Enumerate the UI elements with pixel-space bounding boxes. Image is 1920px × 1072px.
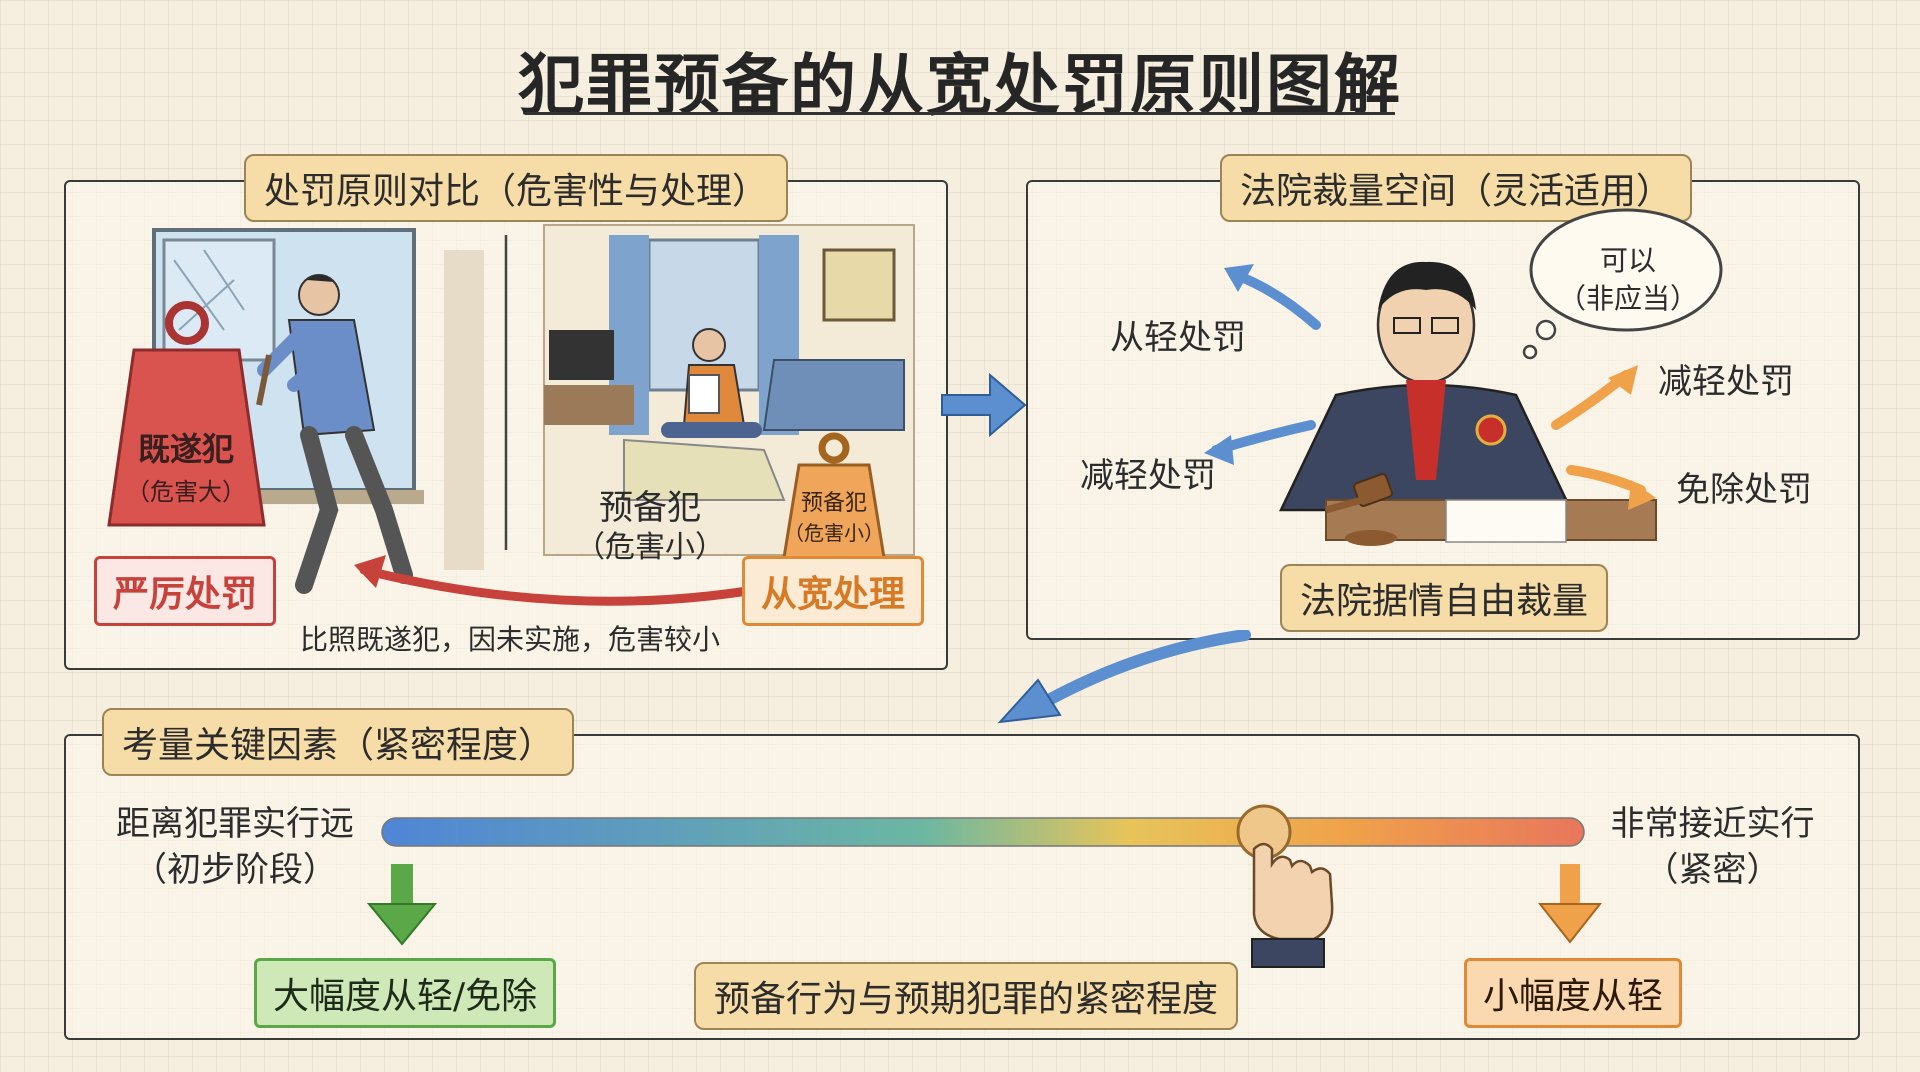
tag-strict-punishment: 严厉处罚 [94,556,277,626]
judge-illustration: 可以 （非应当） [1204,208,1723,546]
thought-cloud [1522,208,1723,360]
prep-line1: 预备犯 [599,488,701,528]
weight-big-line1: 既遂犯 [138,430,234,468]
arrow-to-court [941,372,1027,438]
title-underline [525,112,1395,115]
compare-note: 比照既遂犯，因未实施，危害较小 [300,623,721,656]
option-lighter: 从轻处罚 [1110,318,1246,358]
tag-court-discretion: 法院据情自由裁量 [1280,564,1609,632]
option-mitigate-right: 减轻处罚 [1658,362,1794,402]
arrow-to-factors [997,630,1251,724]
weight-small-line1: 预备犯 [801,491,867,516]
page-title: 犯罪预备的从宽处罚原则图解 [518,47,1402,124]
compare-illustrations: 既遂犯 （危害大） 预备犯 （危害小） [107,224,915,606]
burglar-scene-illustration [107,228,484,594]
gradient-bar [381,817,1585,847]
panel-compare-label: 处罚原则对比（危害性与处理） [244,154,789,222]
room-scene-illustration [543,224,915,572]
factor-right-line1: 非常接近实行 [1610,804,1815,844]
tag-lenient-treatment: 从宽处理 [742,556,925,626]
tag-small-reduction: 小幅度从轻 [1464,958,1683,1028]
weight-small-line2: （危害小） [784,521,884,545]
factor-left-line1: 距离犯罪实行远 [116,804,354,844]
weight-big-line2: （危害大） [126,478,246,506]
factor-left-line2: （初步阶段） [133,850,337,890]
factor-right-line2: （紧密） [1644,850,1781,890]
orange-down-arrow-icon [1537,864,1603,944]
tag-large-reduction: 大幅度从轻/免除 [254,958,557,1028]
pointing-hand-icon [1251,842,1334,968]
thought-line2: （非应当） [1558,282,1698,315]
panel-court-label: 法院裁量空间（灵活适用） [1220,154,1693,222]
closeness-scale [366,804,1603,968]
prep-line2: （危害小） [575,530,725,565]
green-down-arrow-icon [366,864,438,946]
option-exempt: 免除处罚 [1676,470,1812,510]
compare-arrow [359,565,759,606]
thought-line1: 可以 [1600,244,1656,277]
option-mitigate-left: 减轻处罚 [1080,456,1216,496]
tag-closeness-degree: 预备行为与预期犯罪的紧密程度 [694,962,1239,1030]
panel-factors-label: 考量关键因素（紧密程度） [102,708,575,776]
